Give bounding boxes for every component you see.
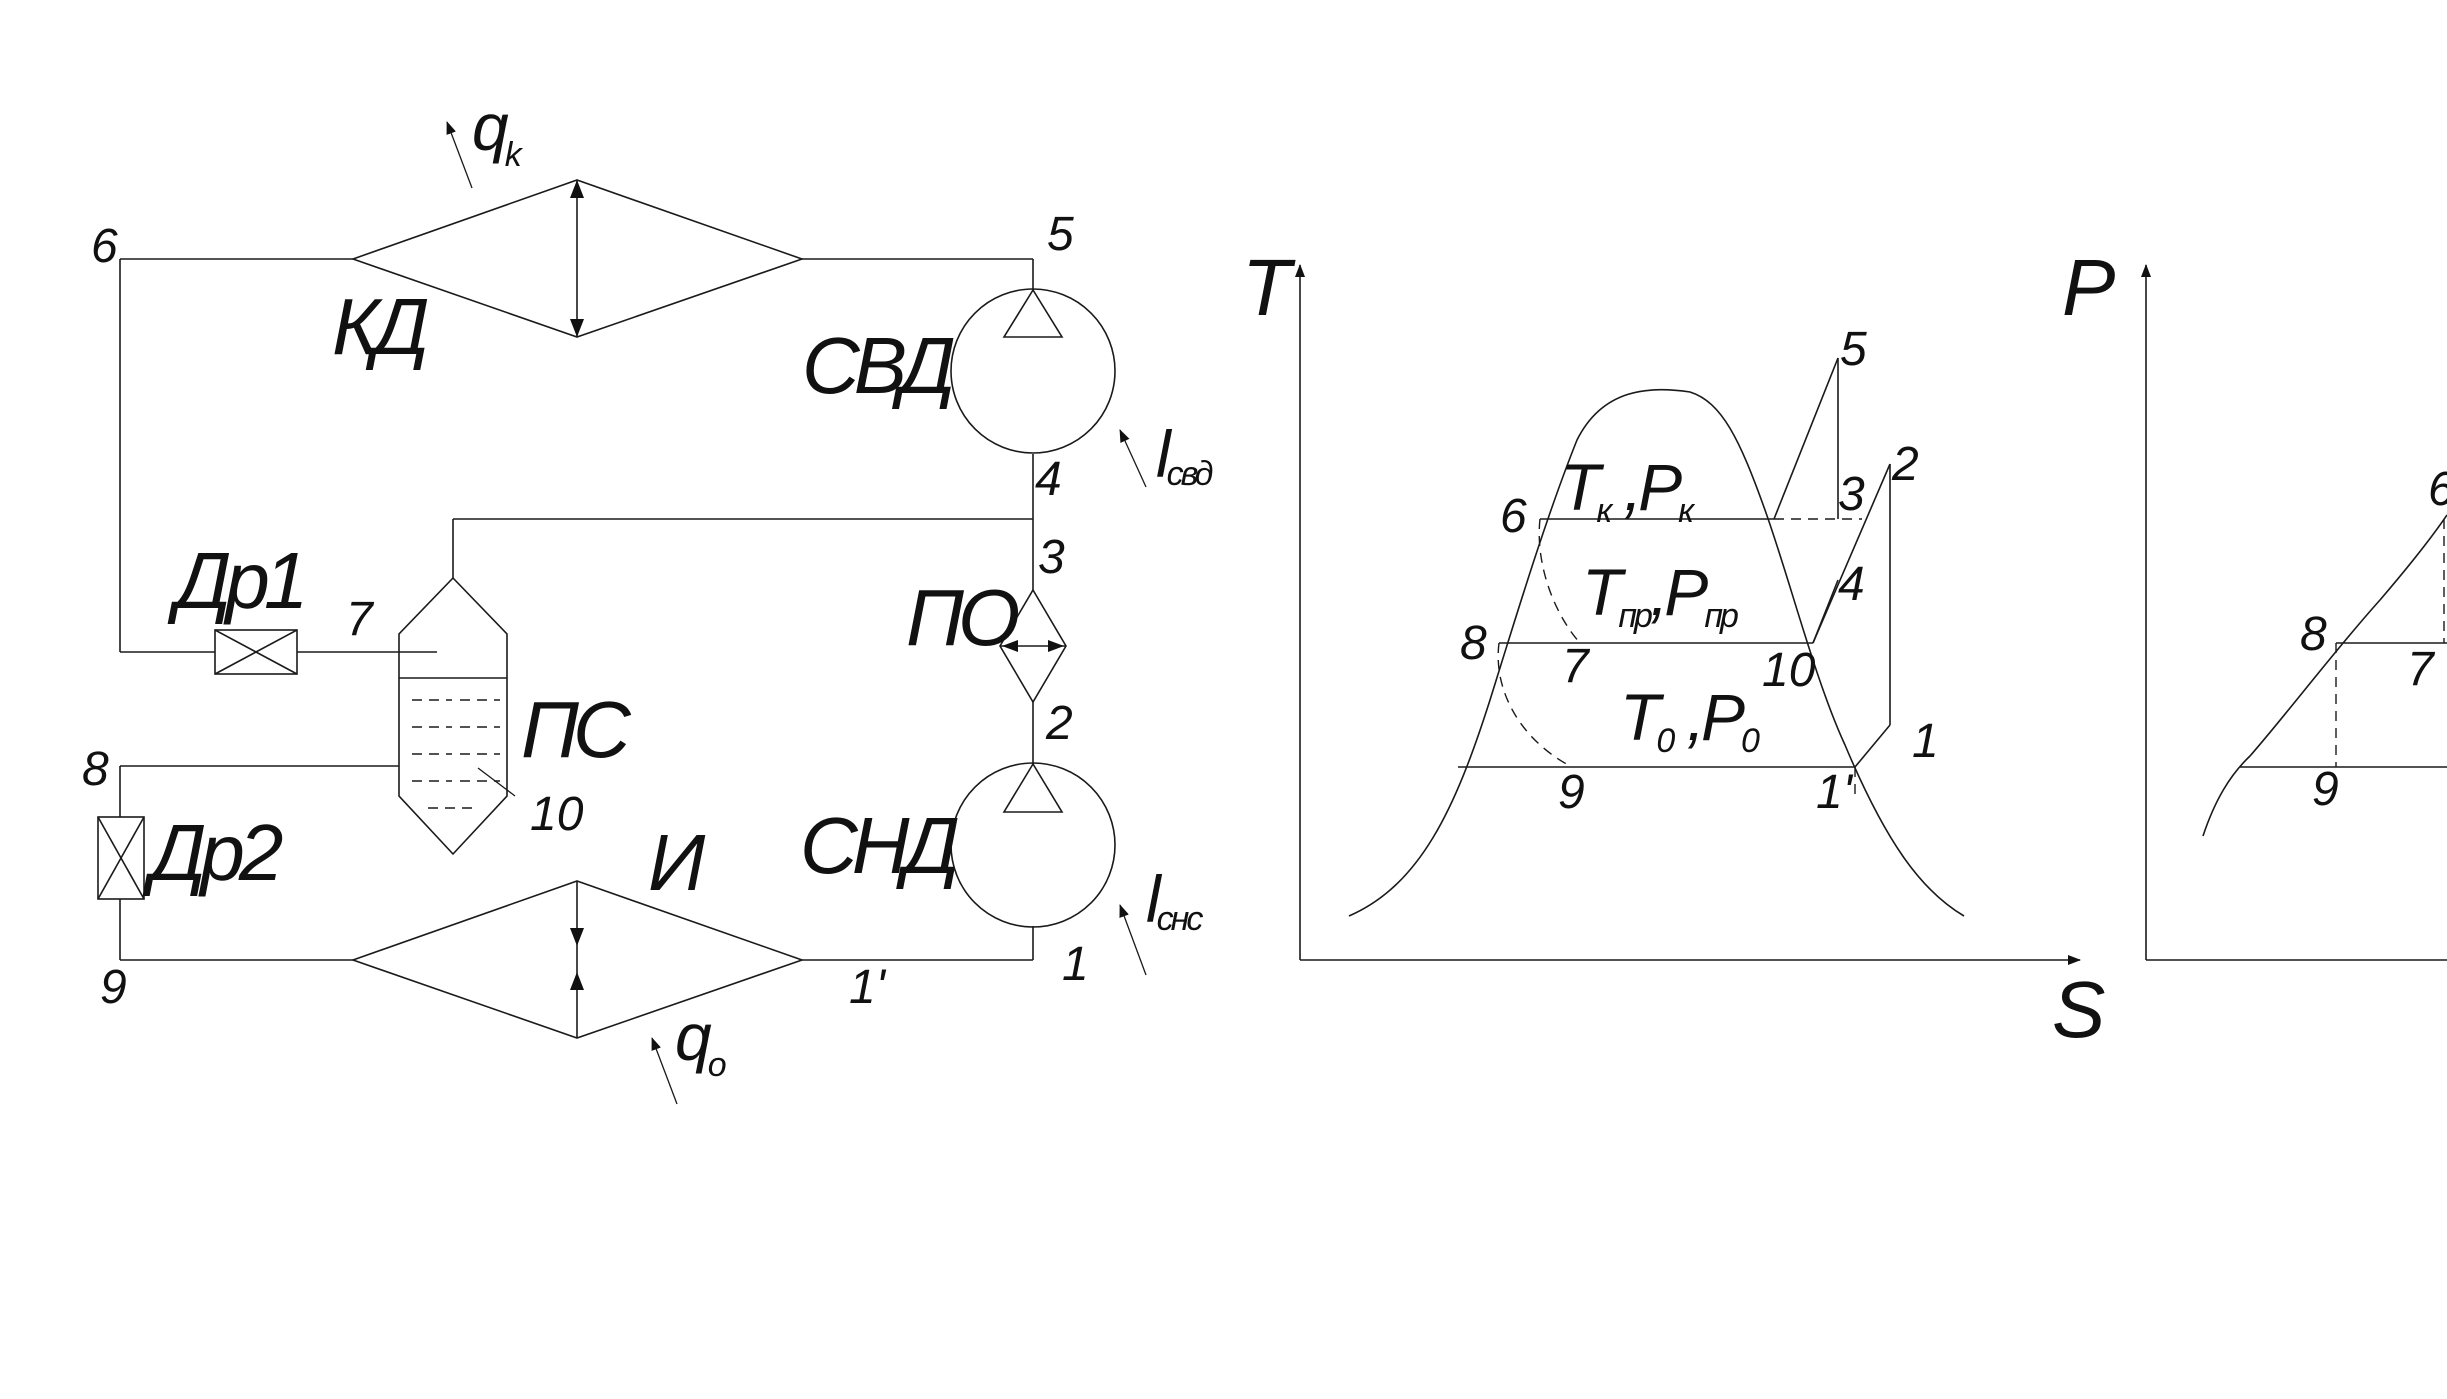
ts-point-1prime: 1'	[1816, 766, 1854, 819]
line-to-5	[1773, 357, 1839, 520]
hp-compressor-symbol	[1002, 288, 1064, 338]
evaporator-arrow-up	[570, 972, 584, 990]
ph-point-6: 6	[2428, 463, 2447, 516]
ts-y-axis-label: T	[1242, 243, 1296, 332]
ph-point-7: 7	[2407, 643, 2436, 696]
throttle1-cross-b	[214, 629, 298, 675]
condenser-arrow-up	[570, 180, 584, 198]
scheme-point-7: 7	[346, 593, 375, 646]
scheme-point-10: 10	[530, 788, 584, 841]
evaporator-arrow-down	[570, 928, 584, 946]
ts-point-1: 1	[1912, 715, 1939, 768]
throttle-6-7	[1538, 518, 1581, 644]
refrigeration-scheme: КД СВД СНД ПО ПС И Др1 Др2 qk qo lсвд lс…	[82, 90, 1216, 1105]
ph-y-axis-label: P	[2062, 243, 2115, 332]
scheme-point-9: 9	[100, 961, 127, 1014]
ts-point-6: 6	[1500, 490, 1527, 543]
ts-point-3: 3	[1838, 468, 1865, 521]
ts-point-9: 9	[1558, 766, 1585, 819]
ph-point-8: 8	[2300, 608, 2327, 661]
heat-qo-label: qo	[675, 1000, 726, 1084]
isobar-k-label: Tк ,Pк	[1560, 450, 1696, 530]
work-hp-arrow	[1119, 429, 1147, 488]
throttle2	[97, 816, 145, 900]
work-hp-label: lсвд	[1156, 417, 1213, 493]
ts-point-7: 7	[1562, 640, 1591, 693]
scheme-point-4: 4	[1035, 453, 1062, 506]
line-to-1	[1854, 724, 1891, 768]
scheme-point-2: 2	[1045, 697, 1073, 750]
intercooler-arrow-right	[1048, 640, 1064, 652]
hp-compressor-label: СВД	[802, 321, 954, 410]
heat-qk-label: qk	[472, 90, 524, 174]
isobar-pr-label: Tпр,Pпр	[1582, 555, 1738, 635]
throttle1-label: Др1	[167, 536, 302, 625]
heat-qo-arrow	[651, 1037, 678, 1105]
condenser-label: КД	[332, 282, 428, 371]
lp-compressor-label: СНД	[800, 801, 959, 890]
scheme-point-1: 1	[1062, 938, 1089, 991]
scheme-point-3: 3	[1038, 531, 1065, 584]
line-4	[1812, 579, 1839, 644]
work-lp-arrow	[1119, 904, 1147, 976]
ts-point-10: 10	[1762, 644, 1816, 697]
liquid-hatching	[412, 699, 500, 809]
ts-point-8: 8	[1460, 617, 1487, 670]
lp-compressor-symbol	[1002, 762, 1064, 813]
ts-point-2: 2	[1891, 438, 1919, 491]
ts-diagram: T S Tк ,Pк Tпр,Pпр T0 ,P0 5 2 3 4 6 7 8 …	[1242, 243, 2105, 1054]
throttle-8-9	[1497, 642, 1573, 768]
ph-saturation-curve	[2202, 514, 2447, 837]
saturation-dome	[1348, 388, 1965, 917]
scheme-point-1prime: 1'	[849, 961, 887, 1014]
separator-vessel	[398, 576, 508, 856]
ts-point-4: 4	[1838, 558, 1865, 611]
intercooler-label: ПО	[906, 573, 1018, 662]
isobar-0-label: T0 ,P0	[1620, 680, 1760, 760]
intercooler	[999, 588, 1067, 704]
ph-diagram: P 6 8 7 9	[2062, 243, 2447, 961]
work-lp-label: lснс	[1146, 862, 1203, 938]
throttle2-label: Др2	[142, 808, 283, 897]
scheme-point-5: 5	[1047, 208, 1074, 261]
throttle2-cross-b	[97, 816, 145, 900]
scheme-point-6: 6	[91, 220, 118, 273]
intercooler-arrow-left	[1002, 640, 1018, 652]
scheme-point-8: 8	[82, 743, 109, 796]
heat-qk-arrow	[446, 121, 473, 189]
lp-compressor	[950, 762, 1116, 928]
condenser-arrow-down	[570, 319, 584, 337]
ts-x-axis-label: S	[2052, 965, 2105, 1054]
separator-label: ПС	[521, 685, 632, 774]
ts-point-5: 5	[1840, 323, 1867, 376]
hp-compressor	[950, 288, 1116, 454]
ph-point-9: 9	[2312, 763, 2339, 816]
evaporator-label: И	[648, 818, 706, 907]
line-10-2	[1812, 463, 1891, 644]
point10-leader	[477, 767, 516, 797]
